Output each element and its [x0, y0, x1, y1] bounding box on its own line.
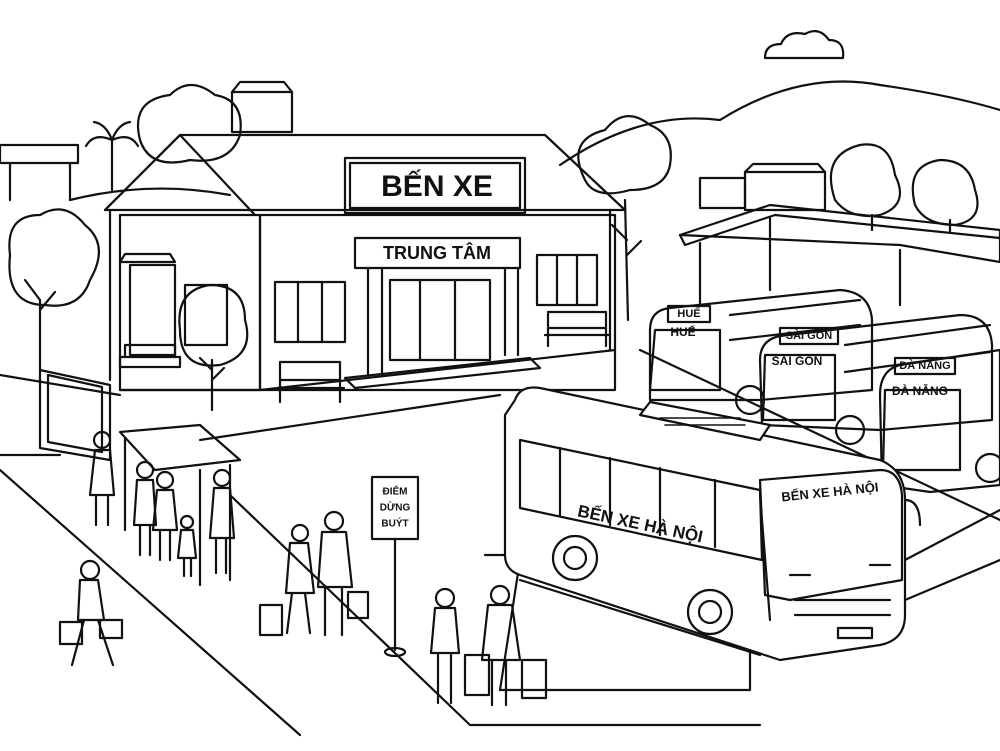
billboard [0, 143, 80, 202]
bench-left-icon [276, 360, 346, 404]
station-entrance: TRUNG TÂM [343, 236, 542, 390]
bus-stop-shelter [118, 423, 242, 587]
background-tree-icon [136, 80, 294, 164]
background-tree-right-icon [577, 115, 672, 322]
bus-stop-sign-line3: BUÝT [381, 517, 408, 530]
people-couple-with-luggage [258, 510, 370, 637]
bus-stop-sign-line1: ĐIỂM [383, 485, 408, 498]
cloud-icon [763, 29, 845, 60]
parked-bus-3: ĐÀ NẴNG ĐÀ NẴNG [878, 348, 1000, 494]
tree-front-icon [178, 283, 249, 412]
station-sign-sub-text: TRUNG TÂM [383, 242, 491, 263]
people-couple-front [429, 584, 548, 707]
main-bus-wheel-icon [551, 534, 734, 636]
bus-stop-sign-line2: DỪNG [380, 501, 411, 514]
palm-tree-icon [84, 120, 140, 192]
parked-bus-1-roof-label: HUẾ [677, 307, 700, 320]
people-traveller-left [58, 559, 124, 667]
background-hills [68, 80, 1000, 202]
bus-bay-shelter [678, 203, 1000, 307]
parked-bus-1-windshield-label: HUẾ [670, 324, 695, 339]
parked-bus-2: SÀI GÒN SÀI GÒN [758, 313, 994, 446]
station-sign-main-text: BẾN XE [381, 169, 493, 203]
parked-bus-2-windshield-label: SÀI GÒN [772, 353, 823, 368]
main-bus [503, 386, 922, 662]
people-waiting-group [88, 430, 236, 578]
parked-bus-3-windshield-label: ĐÀ NẴNG [892, 383, 948, 398]
bus-stop-sign: ĐIỂM DỪNG BUÝT [370, 475, 420, 658]
tree-left-icon [8, 208, 100, 372]
parked-bus-2-roof-label: SÀI GÒN [786, 329, 833, 342]
bench-right-icon [543, 310, 611, 348]
station-sign-main: BẾN XE [343, 156, 527, 215]
parked-bus-3-roof-label: ĐÀ NẴNG [899, 359, 950, 372]
background-building [698, 162, 827, 212]
station-building [103, 133, 627, 392]
